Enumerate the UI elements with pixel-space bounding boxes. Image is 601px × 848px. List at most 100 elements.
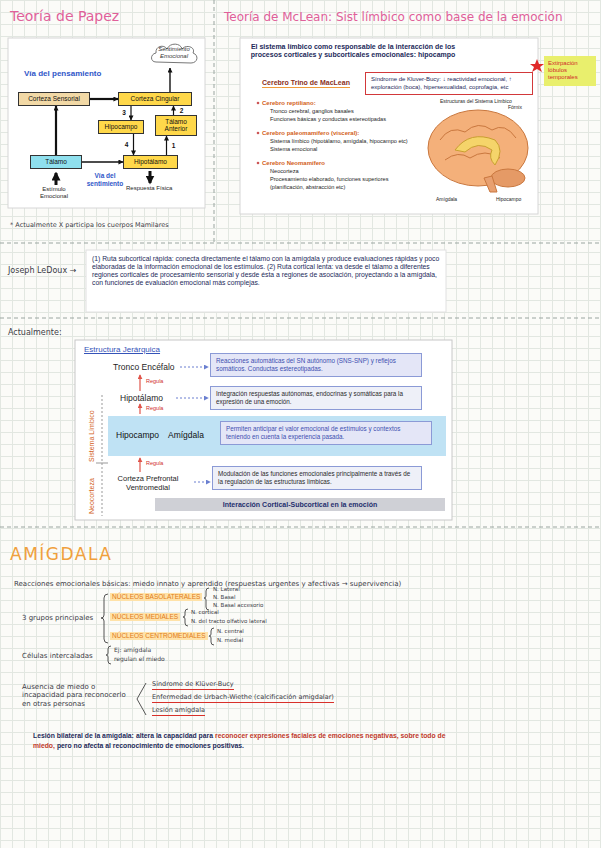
section-heading: Teoría de McLean: Sist límbico como base…: [224, 10, 563, 24]
section-heading: AMÍGDALA: [10, 544, 112, 564]
text-label: Ausencia de miedo o incapacidad para rec…: [22, 683, 136, 708]
text-label: Corteza Prefrontal Ventromedial: [104, 474, 192, 492]
text-label: regulan el miedo: [114, 655, 165, 662]
text-box: Tálamo Anterior: [155, 115, 197, 136]
text-label: Hipotálamo: [120, 393, 163, 403]
text-label: Funciones básicas y conductas estereotip…: [270, 116, 386, 123]
figure-panel: [240, 38, 538, 214]
text-label: Cerebro Neomamífero: [262, 160, 325, 167]
node-text: Integración respuestas autónomas, endocr…: [216, 390, 416, 406]
text-label: N. cortical: [191, 609, 219, 616]
node-text: Hipocampo: [103, 123, 139, 131]
text-label: N. del tracto olfativo lateral: [191, 618, 267, 625]
text-label: Regula: [146, 405, 163, 412]
text-label: N. central: [217, 628, 244, 635]
cloud-outline: [152, 44, 197, 63]
text-label: Estructura Jerárquica: [84, 345, 160, 355]
limbic-structure: [455, 137, 500, 165]
connector-arrow: [169, 68, 170, 92]
text-label: (planificación, abstracción etc): [270, 184, 345, 191]
regulation-arrow: [139, 375, 140, 391]
cerebellum: [491, 169, 525, 187]
text-panel: [86, 250, 446, 312]
text-box: Reacciones automáticas del SN autónomo (…: [210, 353, 422, 377]
cloud-shape: Sentimiento Emocional: [148, 40, 200, 68]
text-label: N. Basal: [213, 594, 236, 601]
node-text: Amígdala: [168, 430, 204, 440]
figure-panel: [8, 38, 205, 208]
text-label: Cerebro paleomamífero (visceral):: [262, 130, 359, 137]
connector-arrow: [130, 106, 131, 120]
pointer-arrow: [180, 367, 208, 368]
divider-line: [102, 395, 103, 516]
callout-number: 2: [179, 107, 185, 114]
node-text: Tálamo: [35, 158, 77, 166]
node-text: Síndrome de Kluver-Bucy: ↓ reactividad e…: [371, 76, 527, 91]
text-label: N. medial: [217, 637, 243, 644]
output-arrow: [149, 171, 152, 183]
node-text: Hipocampo: [116, 430, 159, 440]
bullet: [257, 102, 260, 105]
brace: [183, 609, 188, 626]
node-text: Sentimiento Emocional: [155, 46, 193, 60]
text-label: Cerebro reptiliano:: [262, 100, 316, 107]
text-label: Fórnix: [508, 104, 522, 110]
node-text: Tálamo Anterior: [160, 118, 192, 133]
brace: [204, 588, 209, 610]
text-label: Respuesta Física: [126, 185, 172, 192]
input-arrow: [55, 173, 58, 185]
section-heading: Teoría de Papez: [10, 8, 119, 25]
text-label: Regula: [146, 460, 163, 467]
text-label: Cerebro Trino de MacLean: [262, 79, 350, 88]
text-label: Sistema emocional: [270, 146, 317, 153]
text-label: pero no afecta al reconocimiento de emoc…: [57, 742, 244, 749]
text-label: Tronco Encéfalo: [113, 362, 175, 372]
text-label: Regula: [146, 378, 163, 385]
text-box: Extirpación lóbulos temporales: [544, 56, 596, 86]
text-label: 3 grupos principales: [22, 614, 93, 622]
text-label: Actualmente:: [8, 328, 62, 338]
text-box: Interacción Cortical-Subcortical en la e…: [155, 498, 445, 511]
star-mark: [530, 59, 544, 72]
pointer-arrow: [194, 482, 210, 483]
node-text: Modulación de las funciones emocionales …: [218, 470, 416, 486]
node-text: Hipotálamo: [128, 158, 173, 166]
text-label: Sistema límbico (hipotálamo, amígdala, h…: [270, 138, 408, 145]
text-box: Integración respuestas autónomas, endocr…: [210, 386, 422, 410]
text-box: Permiten anticipar el valor emocional de…: [220, 421, 432, 445]
text-label: Estímulo Emocional: [30, 186, 78, 200]
divider-line: [0, 527, 601, 528]
text-label: Neocorteza: [270, 168, 299, 175]
text-label: Neocorteza: [88, 478, 96, 514]
text-label: Enfermedad de Urbach-Wiethe (calcificaci…: [152, 694, 334, 703]
divider-line: [214, 0, 215, 243]
text-label: * Actualmente X participa los cuerpos Ma…: [10, 222, 169, 230]
callout-number: 3: [121, 109, 127, 116]
brain-illustration: [428, 110, 528, 186]
level-band: Hipocampo Amígdala Permiten anticipar el v…: [108, 416, 446, 456]
node-text: Corteza Sensorial: [23, 95, 85, 103]
text-box: Tálamo: [30, 155, 82, 169]
brainstem: [484, 176, 497, 192]
node-text: Corteza Cingular: [123, 95, 187, 103]
brace: [106, 646, 111, 664]
node-text: Reacciones automáticas del SN autónomo (…: [216, 357, 416, 373]
text-label: Células intercaladas: [22, 652, 93, 660]
node-text: Extirpación lóbulos temporales: [548, 60, 592, 82]
text-label: Ej: amígdala: [114, 646, 151, 653]
text-label: Hipocampo: [496, 196, 521, 202]
pointer-arrow: [176, 398, 208, 399]
brace: [209, 628, 214, 645]
text-label: (1) Ruta subcortical rápida: conecta dir…: [92, 255, 442, 288]
text-box: Modulación de las funciones emocionales …: [212, 466, 422, 490]
text-box: Corteza Sensorial: [18, 92, 90, 106]
text-label: Síndrome de Klüver-Bucy: [152, 681, 234, 690]
text-label: Estructuras del Sistema Límbico: [440, 98, 512, 104]
connector-arrow: [166, 136, 167, 155]
connector-arrow: [55, 106, 57, 155]
node-text: Permiten anticipar el valor emocional de…: [226, 425, 426, 441]
node-text: Interacción Cortical-Subcortical en la e…: [158, 501, 442, 508]
regulation-arrow: [139, 458, 140, 472]
paragraph: Lesión bilateral de la amígdala:altera l…: [33, 731, 478, 750]
text-box: Hipotálamo: [123, 155, 178, 169]
